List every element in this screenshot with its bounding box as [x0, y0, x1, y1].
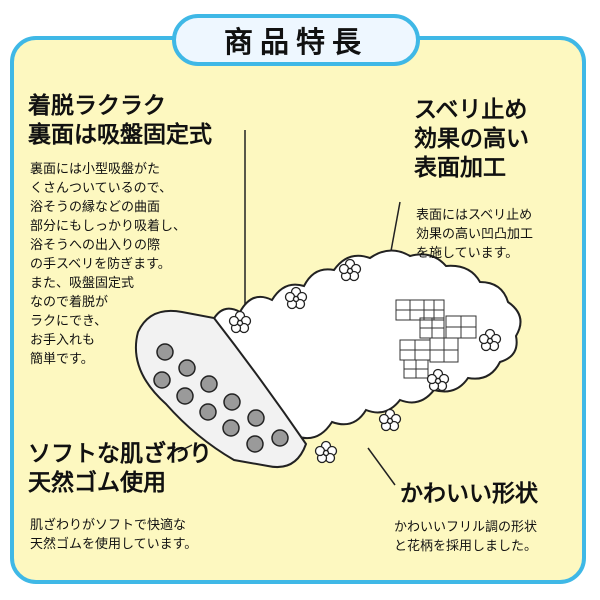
flower-icon [338, 258, 362, 282]
flower-icon [426, 368, 450, 392]
flower-icon [378, 408, 402, 432]
feature-heading-shape: かわいい形状 [400, 481, 538, 507]
feature-heading-suction: 着脱ラクラク 裏面は吸盤固定式 [28, 93, 212, 148]
mat-underside [134, 310, 308, 468]
flower-icon [228, 310, 252, 334]
feature-heading-nonslip: スベリ止め 効果の高い 表面加工 [414, 97, 529, 181]
flower-icon [284, 286, 308, 310]
suction-cups [153, 343, 289, 453]
feature-body-suction: 裏面には小型吸盤がた くさんついているので、 浴そうの縁などの曲面 部分にもしっ… [30, 162, 187, 367]
feature-body-soft: 肌ざわりがソフトで快適な 天然ゴムを使用しています。 [30, 518, 198, 552]
feature-body-nonslip: 表面にはスベリ止め 効果の高い凹凸加工 を施しています。 [416, 208, 534, 261]
flower-icons [228, 258, 502, 464]
feature-body-shape: かわいいフリル調の形状 と花柄を採用しました。 [394, 520, 538, 554]
feature-heading-soft: ソフトな肌ざわり 天然ゴム使用 [28, 441, 212, 496]
flower-icon [478, 328, 502, 352]
texture-pattern [395, 299, 477, 379]
page-title: 商品特長 [172, 14, 420, 66]
flower-icon [314, 440, 338, 464]
